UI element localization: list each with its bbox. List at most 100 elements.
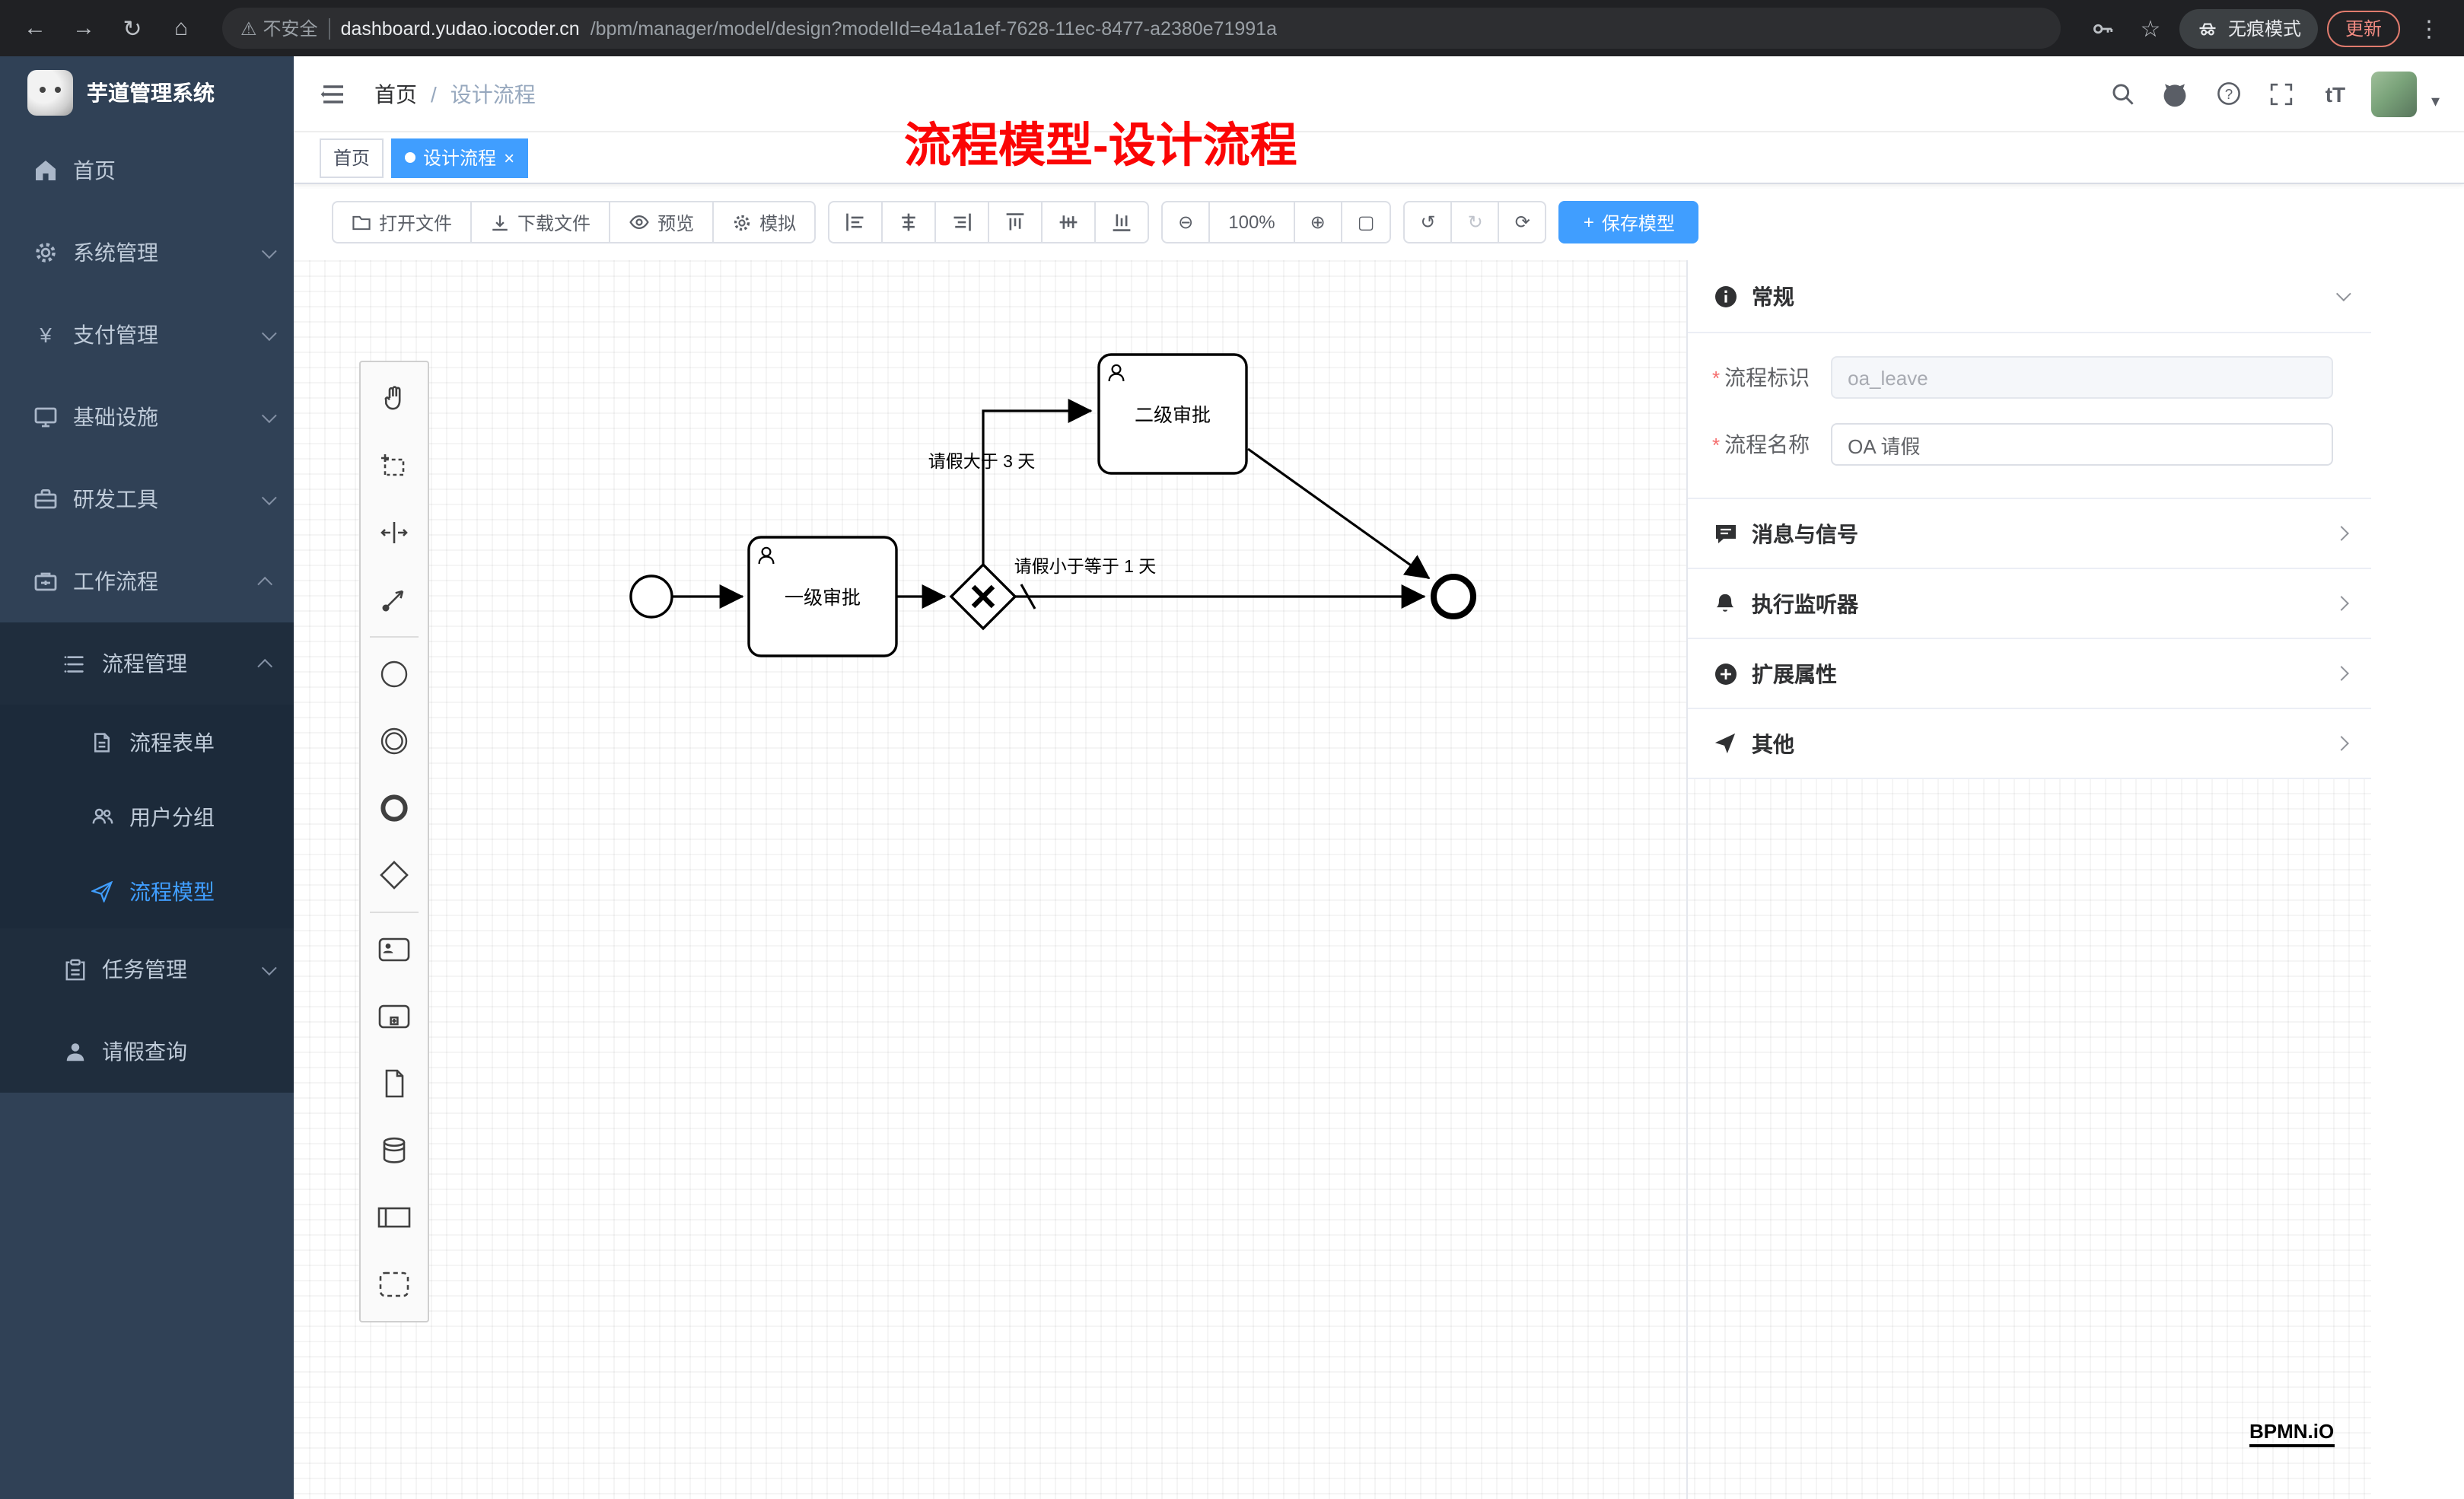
- url-bar[interactable]: ⚠ 不安全 dashboard.yudao.iocoder.cn /bpm/ma…: [222, 8, 2061, 49]
- sidebar-item-label: 流程模型: [129, 879, 215, 903]
- sidebar-item-devtools[interactable]: 研发工具: [0, 458, 294, 540]
- zoom-out-button[interactable]: ⊖: [1161, 201, 1209, 243]
- create-data-store-icon[interactable]: [361, 1117, 428, 1184]
- sidebar-item-process-form[interactable]: 流程表单: [0, 705, 294, 779]
- sidebar-item-workflow[interactable]: 工作流程: [0, 540, 294, 622]
- start-event[interactable]: [629, 574, 673, 619]
- lasso-tool-icon[interactable]: [361, 432, 428, 499]
- breadcrumb-current: 设计流程: [450, 81, 536, 106]
- home-icon[interactable]: ⌂: [173, 15, 189, 41]
- github-icon[interactable]: [2159, 77, 2192, 110]
- chevron-down-icon: [261, 960, 277, 975]
- align-center-button[interactable]: [881, 201, 935, 243]
- space-tool-icon[interactable]: [361, 499, 428, 566]
- document-icon: [88, 731, 116, 753]
- chevron-up-icon: [257, 575, 273, 591]
- sidebar-item-infra[interactable]: 基础设施: [0, 376, 294, 458]
- section-message-signal[interactable]: 消息与信号: [1688, 499, 2371, 569]
- sidebar-item-leave-query[interactable]: 请假查询: [0, 1010, 294, 1093]
- sidebar-item-task-mgmt[interactable]: 任务管理: [0, 928, 294, 1010]
- reload-icon[interactable]: ↻: [123, 16, 142, 42]
- preview-button[interactable]: 预览: [609, 201, 713, 243]
- section-title: 消息与信号: [1752, 521, 1858, 546]
- create-participant-icon[interactable]: [361, 1184, 428, 1251]
- create-intermediate-event-icon[interactable]: [361, 708, 428, 775]
- sidebar-item-process-model[interactable]: 流程模型: [0, 854, 294, 928]
- tab-design[interactable]: 设计流程 ×: [391, 138, 529, 177]
- sidebar-collapse-icon[interactable]: [317, 77, 350, 110]
- save-model-button[interactable]: + 保存模型: [1558, 201, 1699, 243]
- hand-tool-icon[interactable]: [361, 365, 428, 432]
- process-name-input[interactable]: [1831, 423, 2334, 466]
- sidebar-item-process-mgmt[interactable]: 流程管理: [0, 622, 294, 705]
- update-button[interactable]: 更新: [2326, 10, 2400, 46]
- app-logo: 芋道管理系统: [0, 56, 294, 129]
- bpmn-io-watermark[interactable]: BPMN.iO: [2249, 1420, 2335, 1447]
- flow-label-top[interactable]: 请假大于 3 天: [928, 451, 1036, 471]
- create-gateway-icon[interactable]: [361, 842, 428, 909]
- key-icon[interactable]: [2082, 8, 2122, 48]
- global-connect-tool-icon[interactable]: [361, 566, 428, 633]
- section-title: 其他: [1752, 731, 1794, 756]
- bookmark-star-icon[interactable]: ☆: [2140, 16, 2161, 42]
- exclusive-gateway[interactable]: [949, 562, 1017, 631]
- sidebar-item-label: 任务管理: [102, 957, 187, 982]
- section-other[interactable]: 其他: [1688, 709, 2371, 779]
- align-right-button[interactable]: [934, 201, 988, 243]
- redo-button[interactable]: ↻: [1450, 201, 1498, 243]
- create-group-icon[interactable]: [361, 1251, 428, 1318]
- back-icon[interactable]: ←: [24, 15, 46, 41]
- paper-plane-icon: [1712, 732, 1738, 755]
- clipboard-icon: [61, 958, 88, 981]
- align-bottom-button[interactable]: [1094, 201, 1150, 243]
- flow-task2-to-end[interactable]: [1247, 447, 1431, 580]
- bell-icon: [1712, 592, 1738, 615]
- help-icon[interactable]: ?: [2212, 77, 2246, 110]
- zoom-in-button[interactable]: ⊕: [1293, 201, 1341, 243]
- user-task-2[interactable]: 二级审批: [1097, 353, 1248, 475]
- user-avatar[interactable]: [2371, 71, 2418, 116]
- create-user-task-icon[interactable]: [361, 916, 428, 983]
- process-key-input: [1831, 356, 2334, 399]
- search-icon[interactable]: [2106, 77, 2139, 110]
- create-task-icon[interactable]: [361, 1050, 428, 1117]
- avatar-caret-icon[interactable]: ▾: [2431, 92, 2440, 110]
- tags-bar: 首页 设计流程 ×: [294, 132, 2464, 184]
- close-icon[interactable]: ×: [504, 147, 515, 168]
- undo-button[interactable]: ↺: [1403, 201, 1451, 243]
- download-file-button[interactable]: 下载文件: [470, 201, 610, 243]
- flow-gateway-to-task2[interactable]: [982, 399, 1093, 565]
- create-subprocess-icon[interactable]: [361, 983, 428, 1050]
- sidebar-item-home[interactable]: 首页: [0, 129, 294, 212]
- bpmn-diagram[interactable]: 请假大于 3 天 请假小于等于 1 天 一级审批: [294, 260, 2371, 1499]
- sidebar-item-payment[interactable]: ¥ 支付管理: [0, 294, 294, 376]
- home-menu-icon: [32, 158, 59, 183]
- gear-icon: [734, 214, 750, 231]
- align-left-button[interactable]: [828, 201, 882, 243]
- process-key-field: * 流程标识: [1688, 356, 2371, 399]
- section-general[interactable]: 常规: [1688, 260, 2371, 333]
- section-listeners[interactable]: 执行监听器: [1688, 569, 2371, 639]
- font-size-icon[interactable]: tT: [2325, 81, 2346, 106]
- zoom-reset-button[interactable]: ▢: [1340, 201, 1392, 243]
- forward-icon[interactable]: →: [72, 15, 95, 41]
- browser-menu-icon[interactable]: ⋮: [2418, 16, 2440, 42]
- open-file-button[interactable]: 打开文件: [332, 201, 471, 243]
- breadcrumb-home[interactable]: 首页: [374, 81, 417, 106]
- user-task-1[interactable]: 一级审批: [747, 536, 898, 657]
- zoom-level: 100%: [1208, 201, 1294, 243]
- sidebar-item-system[interactable]: 系统管理: [0, 212, 294, 294]
- sidebar-item-user-group[interactable]: 用户分组: [0, 779, 294, 854]
- align-top-button[interactable]: [988, 201, 1042, 243]
- create-end-event-icon[interactable]: [361, 775, 428, 842]
- simulate-button[interactable]: 模拟: [712, 201, 817, 243]
- section-ext-attrs[interactable]: 扩展属性: [1688, 639, 2371, 709]
- flow-label-bottom[interactable]: 请假小于等于 1 天: [1014, 556, 1157, 576]
- fullscreen-icon[interactable]: [2265, 77, 2299, 110]
- end-event[interactable]: [1431, 574, 1476, 619]
- tab-home[interactable]: 首页: [320, 138, 384, 177]
- not-secure-badge[interactable]: ⚠ 不安全: [240, 15, 318, 41]
- align-middle-button[interactable]: [1041, 201, 1095, 243]
- create-start-event-icon[interactable]: [361, 641, 428, 708]
- restart-button[interactable]: ⟳: [1498, 201, 1547, 243]
